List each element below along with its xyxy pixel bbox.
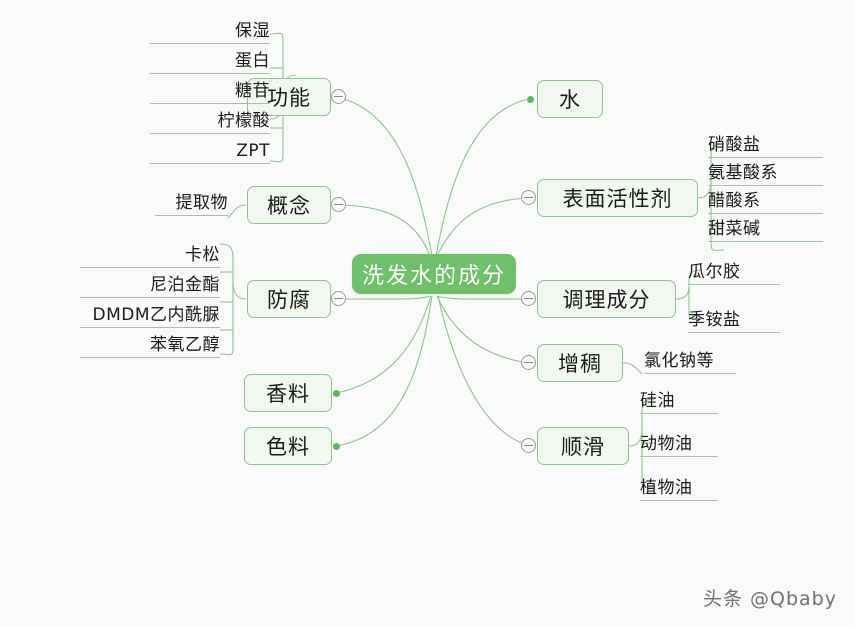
bracket-function-a <box>269 32 284 41</box>
edge-root-preservative <box>335 295 431 300</box>
bracket-concept <box>227 204 247 219</box>
root-node-label: 洗发水的成分 <box>361 264 506 289</box>
collapse-toggle-preservative-icon[interactable] <box>331 291 346 306</box>
leaf-label: 氨基酸系 <box>708 163 778 183</box>
leaf-function-1[interactable]: 保湿 <box>150 18 270 44</box>
branch-node-water[interactable]: 水 <box>537 80 603 118</box>
branch-node-smoothing[interactable]: 顺滑 <box>537 427 629 465</box>
leaf-smoothing-3[interactable]: 植物油 <box>640 475 718 501</box>
leaf-label: 苯氧乙醇 <box>150 335 220 355</box>
leaf-label: 尼泊金酯 <box>150 275 220 295</box>
edge-root-conditioning <box>436 295 531 300</box>
branch-node-preservative[interactable]: 防腐 <box>247 280 331 318</box>
branch-label-smoothing: 顺滑 <box>561 435 605 459</box>
edge-root-smoothing <box>437 295 531 447</box>
leaf-label: 蛋白 <box>235 51 270 71</box>
leaf-label: 硝酸盐 <box>708 135 761 155</box>
branch-label-conditioning: 调理成分 <box>562 288 651 312</box>
branch-node-thickener[interactable]: 增稠 <box>537 344 623 382</box>
leaf-surfactant-2[interactable]: 氨基酸系 <box>708 160 823 186</box>
leaf-label: DMDM乙内酰脲 <box>92 305 220 325</box>
branch-label-fragrance: 香料 <box>266 382 310 406</box>
branch-node-function[interactable]: 功能 <box>247 78 331 116</box>
leaf-function-5[interactable]: ZPT <box>150 138 270 164</box>
branch-node-fragrance[interactable]: 香料 <box>244 374 332 412</box>
root-node[interactable]: 洗发水的成分 <box>352 254 516 294</box>
leaf-label: 氯化钠等 <box>644 351 714 371</box>
leaf-dot-water-icon <box>527 96 534 103</box>
collapse-toggle-thickener-icon[interactable] <box>521 355 536 370</box>
leaf-preservative-3[interactable]: DMDM乙内酰脲 <box>80 302 220 328</box>
leaf-label: 卡松 <box>185 245 220 265</box>
leaf-smoothing-2[interactable]: 动物油 <box>640 431 718 457</box>
leaf-preservative-1[interactable]: 卡松 <box>80 242 220 268</box>
branch-node-conditioning[interactable]: 调理成分 <box>537 280 676 318</box>
edge-root-colorant <box>335 295 433 447</box>
branch-node-colorant[interactable]: 色料 <box>244 427 332 465</box>
leaf-label: 甜菜碱 <box>708 219 761 239</box>
leaf-label: 硅油 <box>640 391 675 411</box>
collapse-toggle-function-icon[interactable] <box>331 89 346 104</box>
leaf-label: 醋酸系 <box>708 191 761 211</box>
leaf-label: 柠檬酸 <box>217 111 270 131</box>
branch-label-concept: 概念 <box>267 194 311 218</box>
collapse-toggle-smoothing-icon[interactable] <box>521 438 536 453</box>
leaf-surfactant-4[interactable]: 甜菜碱 <box>708 216 823 242</box>
leaf-surfactant-1[interactable]: 硝酸盐 <box>708 132 823 158</box>
leaf-dot-colorant-icon <box>333 443 340 450</box>
leaf-preservative-2[interactable]: 尼泊金酯 <box>80 272 220 298</box>
collapse-toggle-surfactant-icon[interactable] <box>521 190 536 205</box>
bracket-thickener <box>622 362 643 375</box>
leaf-label: 糖苷 <box>235 81 270 101</box>
collapse-toggle-conditioning-icon[interactable] <box>521 291 536 306</box>
leaf-thickener-1[interactable]: 氯化钠等 <box>644 348 736 374</box>
edge-root-fragrance <box>335 295 432 394</box>
branch-label-thickener: 增稠 <box>558 352 602 376</box>
branch-node-concept[interactable]: 概念 <box>247 186 331 224</box>
leaf-label: ZPT <box>236 141 270 161</box>
branch-label-function: 功能 <box>267 86 311 110</box>
leaf-dot-fragrance-icon <box>333 390 340 397</box>
leaf-concept-1[interactable]: 提取物 <box>155 190 228 216</box>
branch-label-water: 水 <box>559 88 581 112</box>
edge-root-function <box>335 96 433 257</box>
branch-label-colorant: 色料 <box>266 435 310 459</box>
edge-root-concept <box>335 204 431 257</box>
leaf-preservative-4[interactable]: 苯氧乙醇 <box>80 332 220 358</box>
edge-root-thickener <box>436 295 531 364</box>
watermark: 头条 @Qbaby <box>702 588 837 610</box>
leaf-smoothing-1[interactable]: 硅油 <box>640 388 718 414</box>
edge-root-water <box>435 98 531 257</box>
leaf-surfactant-3[interactable]: 醋酸系 <box>708 188 823 214</box>
branch-label-surfactant: 表面活性剂 <box>562 187 673 211</box>
leaf-function-2[interactable]: 蛋白 <box>150 48 270 74</box>
branch-node-surfactant[interactable]: 表面活性剂 <box>537 179 698 217</box>
branch-label-preservative: 防腐 <box>267 288 311 312</box>
leaf-label: 动物油 <box>640 434 693 454</box>
leaf-conditioning-1[interactable]: 瓜尔胶 <box>688 259 780 285</box>
bracket-preservative-top <box>219 243 247 300</box>
leaf-label: 保湿 <box>235 21 270 41</box>
collapse-toggle-concept-icon[interactable] <box>331 197 346 212</box>
leaf-function-3[interactable]: 糖苷 <box>150 78 270 104</box>
leaf-label: 提取物 <box>175 193 228 213</box>
leaf-label: 植物油 <box>640 478 693 498</box>
edge-root-surfactant <box>436 197 531 257</box>
leaf-label: 季铵盐 <box>688 310 741 330</box>
leaf-conditioning-2[interactable]: 季铵盐 <box>688 307 780 333</box>
leaf-label: 瓜尔胶 <box>688 262 741 282</box>
leaf-function-4[interactable]: 柠檬酸 <box>150 108 270 134</box>
bracket-function-b <box>269 154 284 163</box>
bracket-preservative-bottom <box>219 282 234 356</box>
